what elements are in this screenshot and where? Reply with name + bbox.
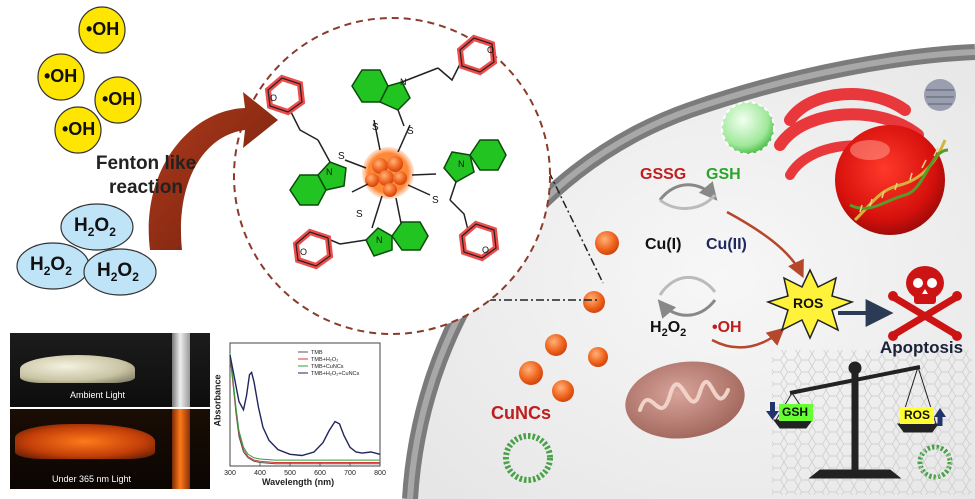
gsh-box [779, 404, 813, 421]
sulfur-label: S [407, 126, 414, 137]
cuncs-label: CuNCs [491, 403, 552, 423]
oh-cell-label: •OH [712, 319, 742, 336]
ros-label: ROS [793, 295, 824, 311]
h2o2-label: H2O2 [30, 254, 72, 278]
morpholine-top-right [456, 34, 498, 76]
ros-up-arrow-icon [934, 408, 946, 426]
sulfur-label: S [432, 195, 439, 206]
morpholine-bottom-right [458, 220, 500, 262]
gsh-down-arrow-icon [766, 402, 779, 420]
oh-label: •OH [62, 119, 96, 139]
nitrogen-label: N [326, 167, 333, 177]
hydroxyl-radical-bubbles [37, 6, 142, 154]
gsh-to-ros-arrow [726, 210, 804, 279]
fenton-reaction-arrow [148, 92, 278, 250]
legend-label: TMB [311, 350, 323, 356]
gssg-label: GSSG [640, 166, 687, 183]
h2o2-label: H2O2 [97, 260, 139, 284]
nucleus [835, 125, 945, 235]
oxygen-label: O [300, 247, 308, 257]
absorbance-spectrum-chart: 300 400 500 600 700 800 TMBTMB+H₂O₂TMB+CuNCsT… [224, 342, 386, 477]
morpholine-top-left [264, 74, 306, 116]
redox-cycle-arrows [657, 181, 718, 319]
ambient-light-photo: Ambient Light [10, 333, 210, 407]
benzimidazole-top [351, 67, 439, 127]
ribosome-icon [924, 79, 956, 111]
oh-label: •OH [86, 19, 120, 39]
oh-label: •OH [44, 66, 78, 86]
nitrogen-label: N [458, 159, 465, 169]
chart-ylabel: Absorbance [212, 374, 223, 427]
x-tick-label: 300 [224, 470, 236, 477]
x-tick-label: 700 [344, 470, 356, 477]
legend-label: TMB+H₂O₂+CuNCs [311, 371, 360, 377]
exosome-icon [503, 433, 553, 483]
sulfur-label: S [356, 209, 363, 220]
h2o2-label: H2O2 [74, 215, 116, 239]
uv-light-caption: Under 365 nm Light [52, 474, 132, 484]
balance-ros-label: ROS [904, 408, 931, 422]
cu2-label: Cu(II) [706, 236, 747, 253]
x-tick-label: 800 [374, 470, 386, 477]
x-tick-label: 500 [284, 470, 296, 477]
copper-cluster-icon [365, 156, 407, 197]
zoom-connector-lines [440, 171, 604, 301]
plot-frame [229, 342, 381, 467]
oxygen-label: O [270, 93, 278, 103]
ambient-light-caption: Ambient Light [70, 390, 126, 400]
uv-light-photo: Under 365 nm Light [10, 409, 210, 489]
chart-xlabel: Wavelength (nm) [262, 477, 335, 487]
x-tick-label: 600 [314, 470, 326, 477]
oxygen-label: O [487, 45, 495, 55]
h2o2-cell-label: H2O2 [650, 319, 687, 340]
oh-to-ros-arrow [711, 327, 785, 349]
oxygen-label: O [482, 245, 490, 255]
cuncs-particles [519, 231, 619, 402]
ros-box [900, 407, 934, 424]
nitrogen-label: N [400, 77, 407, 87]
fenton-label: Fenton like reaction [86, 152, 206, 200]
morpholine-bottom-left [292, 228, 334, 270]
x-tick-label: 400 [254, 470, 266, 477]
series-line-2 [229, 353, 380, 461]
oh-label: •OH [102, 89, 136, 109]
hydrogen-peroxide-bubbles [16, 203, 157, 296]
legend-label: TMB+CuNCs [311, 364, 344, 370]
benzimidazole-left [289, 139, 347, 206]
vesicle-icon [721, 101, 775, 155]
gsh-label: GSH [706, 166, 741, 183]
dna-helix-icon [849, 139, 949, 222]
series-line-3 [229, 354, 381, 457]
ros-burst-icon [765, 268, 855, 340]
fenton-label-line2: reaction [109, 176, 183, 198]
apoptosis-label: Apoptosis [880, 338, 964, 357]
cu1-label: Cu(I) [645, 236, 682, 253]
nitrogen-label: N [376, 235, 383, 245]
balance-gsh-label: GSH [782, 405, 809, 419]
fenton-label-line1: Fenton like [95, 153, 197, 174]
skull-crossbones-icon [888, 266, 962, 341]
sulfur-label: S [338, 151, 345, 162]
legend-label: TMB+H₂O₂ [311, 357, 338, 363]
benzimidazole-right [443, 139, 507, 201]
mitochondrion-icon [625, 361, 745, 439]
cell-membrane-inner [407, 49, 975, 499]
sulfur-label: S [372, 122, 379, 133]
benzimidazole-bottom [339, 221, 429, 257]
